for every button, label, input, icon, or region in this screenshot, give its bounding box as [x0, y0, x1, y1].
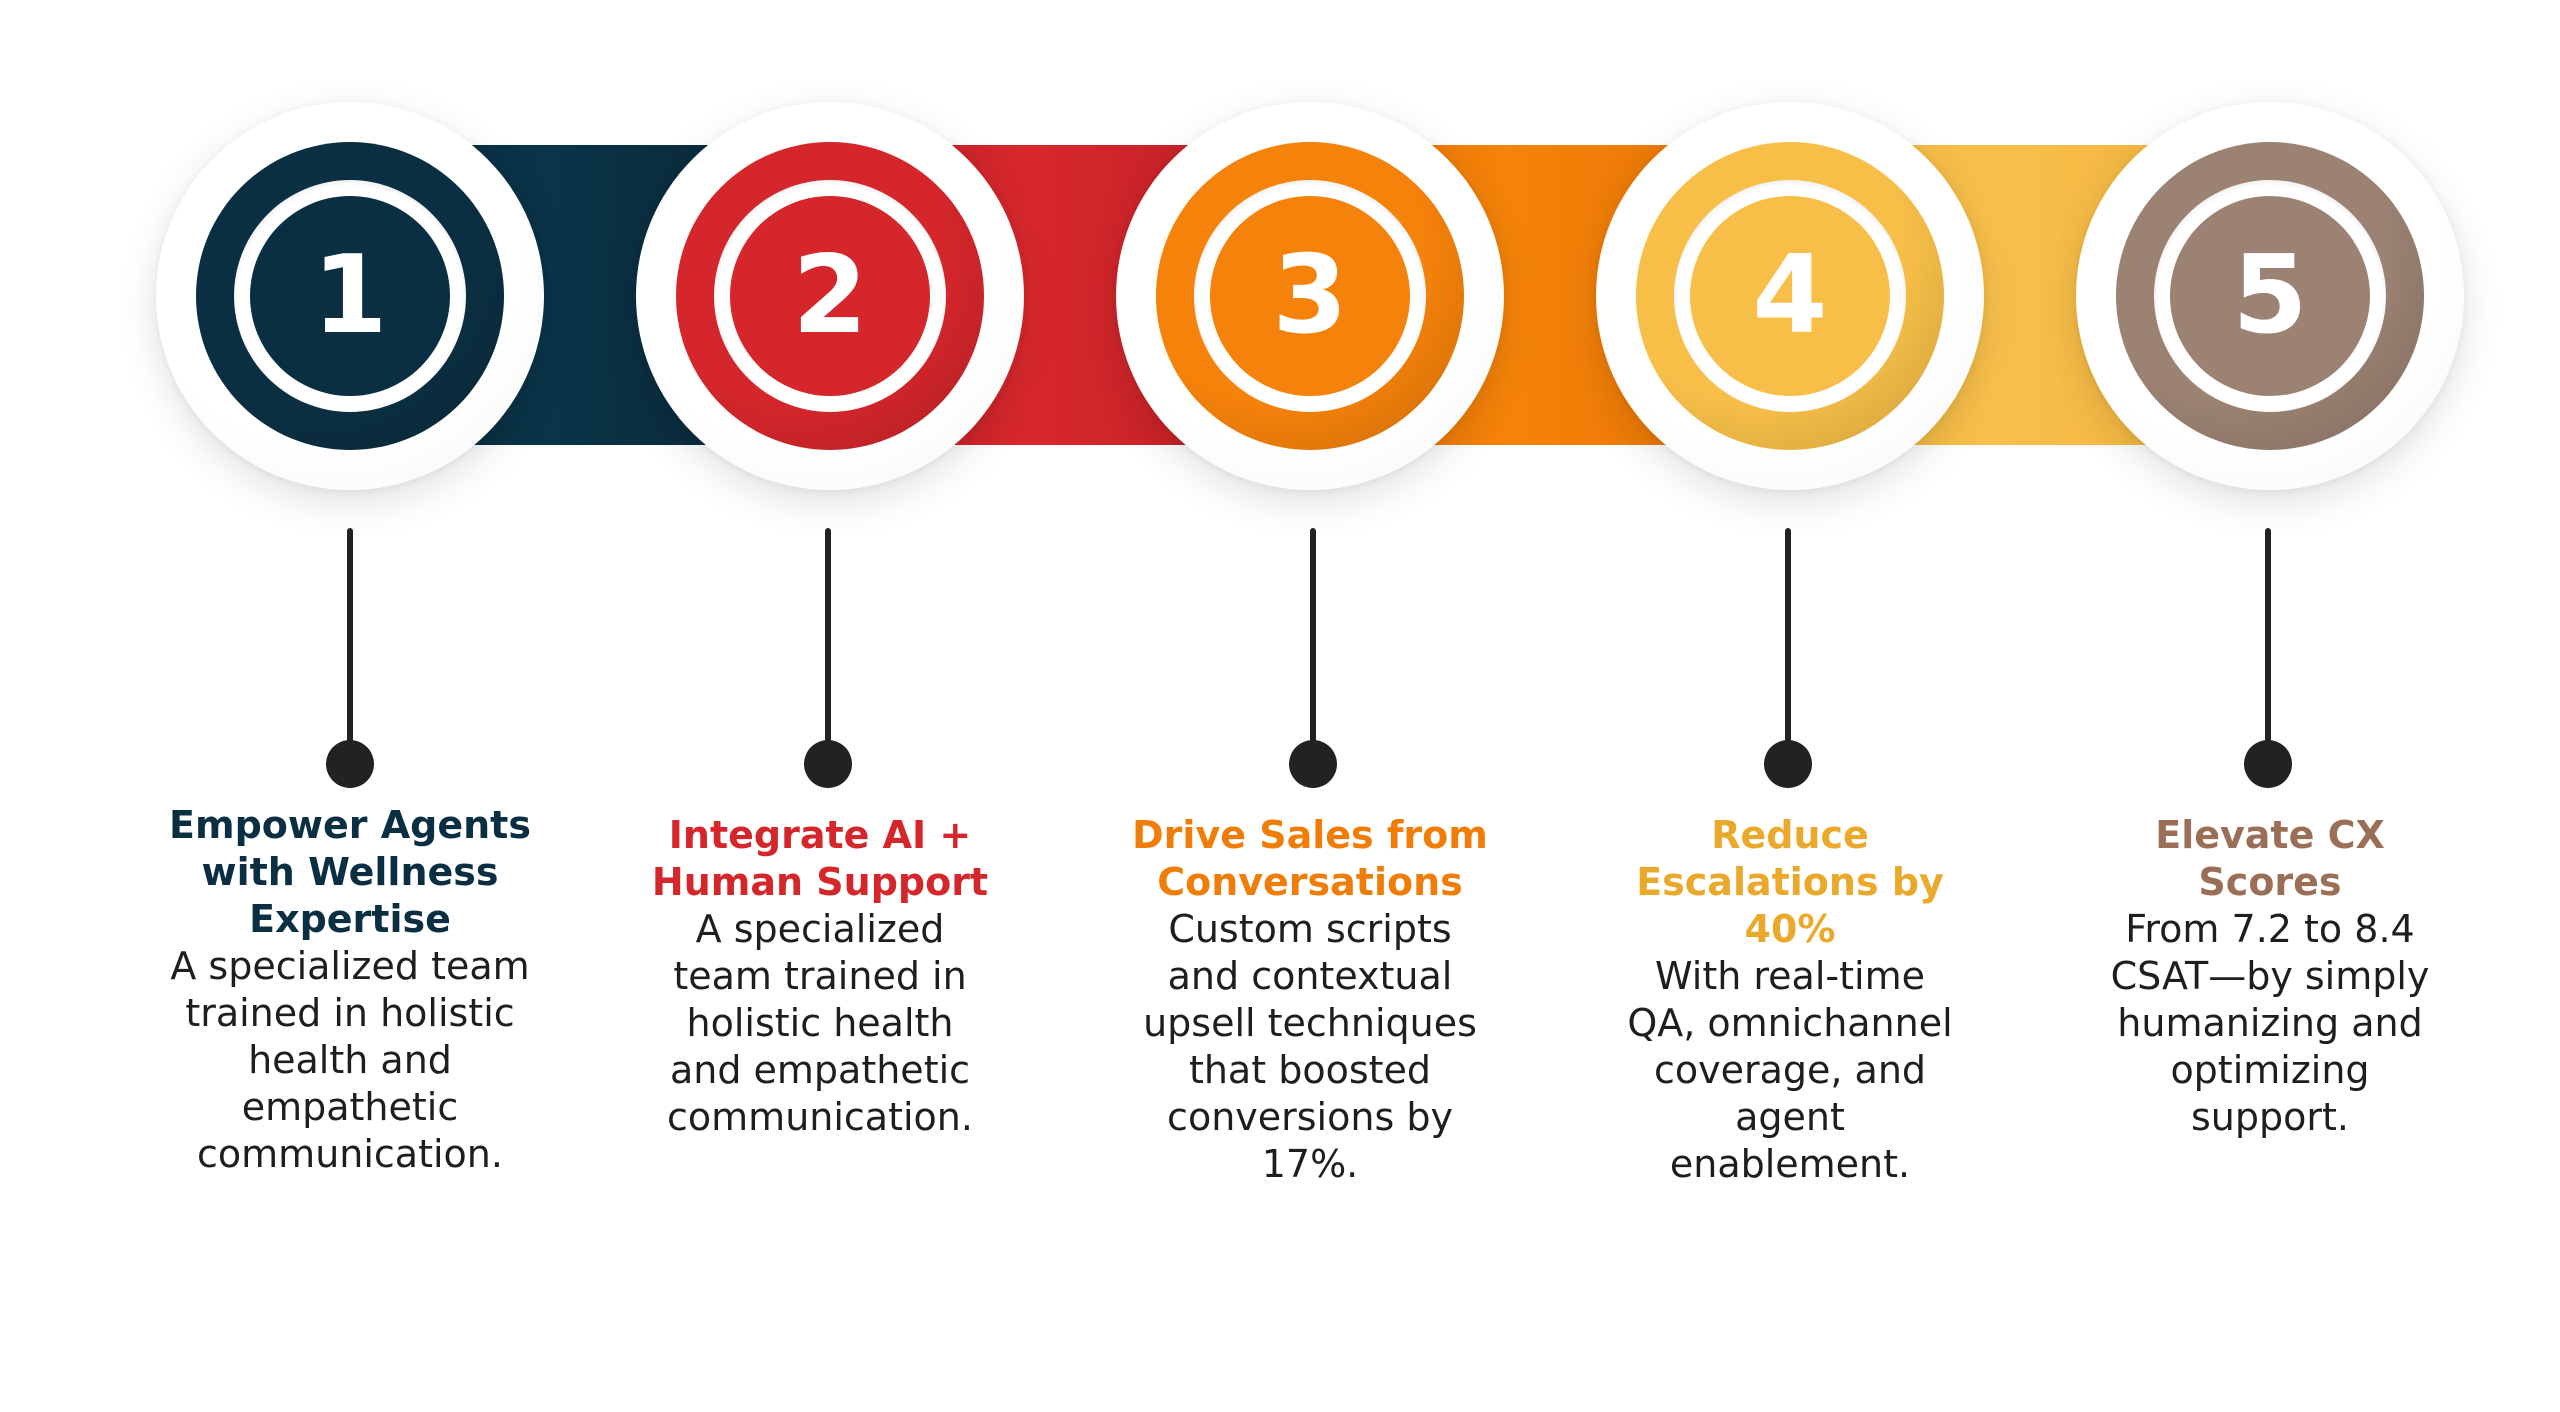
step-3-number: 3 — [1210, 196, 1410, 396]
step-5-leader-line — [2265, 528, 2271, 753]
step-2-badge: 2 — [636, 102, 1024, 490]
step-4-title: Reduce Escalations by 40% — [1636, 813, 1944, 951]
step-4-label: Reduce Escalations by 40% With real-time… — [1595, 812, 1985, 1188]
step-4-description: With real-time QA, omnichannel coverage,… — [1627, 954, 1953, 1186]
step-1-leader-line — [347, 528, 353, 753]
step-1-badge: 1 — [156, 102, 544, 490]
step-2-number: 2 — [730, 196, 930, 396]
step-5-description: From 7.2 to 8.4 CSAT—by simply humanizin… — [2110, 907, 2430, 1139]
step-1-description: A specialized team trained in holistic h… — [170, 944, 530, 1176]
step-1-label: Empower Agents with Wellness Expertise A… — [155, 802, 545, 1178]
step-1-ring: 1 — [196, 142, 504, 450]
step-3-ring: 3 — [1156, 142, 1464, 450]
step-2-label: Integrate AI + Human Support A specializ… — [625, 812, 1015, 1141]
step-1-title: Empower Agents with Wellness Expertise — [169, 803, 531, 941]
step-3-description: Custom scripts and contextual upsell tec… — [1143, 907, 1477, 1186]
step-4-badge: 4 — [1596, 102, 1984, 490]
step-5-badge: 5 — [2076, 102, 2464, 490]
step-4-number: 4 — [1690, 196, 1890, 396]
step-4-ring: 4 — [1636, 142, 1944, 450]
step-3-badge: 3 — [1116, 102, 1504, 490]
step-1-leader-dot — [326, 740, 374, 788]
step-4-leader-dot — [1764, 740, 1812, 788]
step-4-leader-line — [1785, 528, 1791, 753]
step-2-title: Integrate AI + Human Support — [651, 813, 989, 904]
step-1-number: 1 — [250, 196, 450, 396]
step-2-description: A specialized team trained in holistic h… — [667, 907, 973, 1139]
step-5-leader-dot — [2244, 740, 2292, 788]
step-5-number: 5 — [2170, 196, 2370, 396]
step-5-ring: 5 — [2116, 142, 2424, 450]
step-5-label: Elevate CX Scores From 7.2 to 8.4 CSAT—b… — [2075, 812, 2465, 1141]
step-2-ring: 2 — [676, 142, 984, 450]
step-3-label: Drive Sales from Conversations Custom sc… — [1115, 812, 1505, 1188]
step-2-leader-dot — [804, 740, 852, 788]
step-3-leader-line — [1310, 528, 1316, 753]
step-5-title: Elevate CX Scores — [2155, 813, 2385, 904]
step-3-title: Drive Sales from Conversations — [1132, 813, 1488, 904]
step-3-leader-dot — [1289, 740, 1337, 788]
step-2-leader-line — [825, 528, 831, 753]
